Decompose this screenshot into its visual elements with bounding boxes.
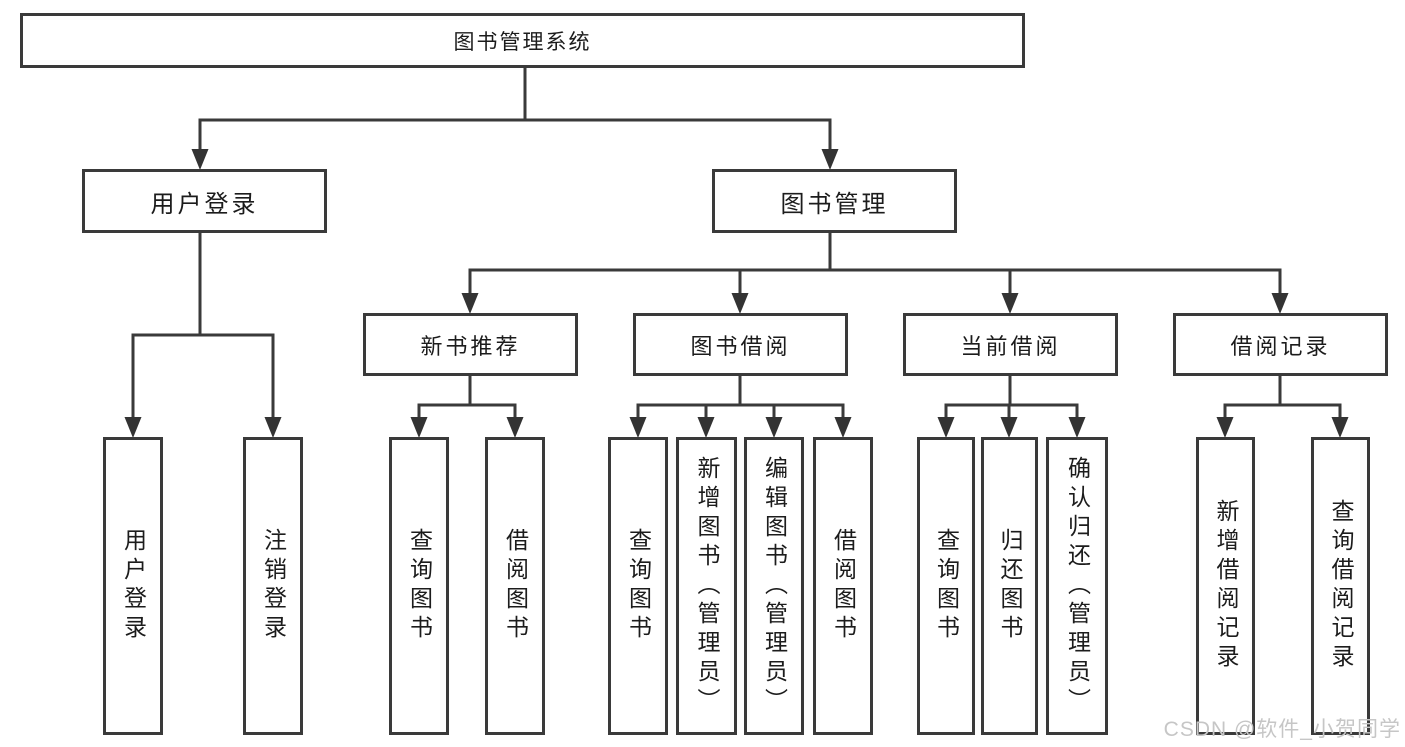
- node-root: 图书管理系统: [20, 13, 1025, 68]
- leaf-query-book-borrow: 查询图书: [608, 437, 668, 735]
- node-book-management: 图书管理: [712, 169, 957, 233]
- node-borrow-record: 借阅记录: [1173, 313, 1388, 376]
- leaf-query-borrow-record: 查询借阅记录: [1311, 437, 1370, 735]
- node-current-borrow: 当前借阅: [903, 313, 1118, 376]
- leaf-add-borrow-record: 新增借阅记录: [1196, 437, 1255, 735]
- leaf-add-book-admin: 新增图书（管理员）: [676, 437, 737, 735]
- leaf-logout: 注销登录: [243, 437, 303, 735]
- leaf-borrow-book-recommend: 借阅图书: [485, 437, 545, 735]
- leaf-edit-book-admin: 编辑图书（管理员）: [744, 437, 804, 735]
- node-new-book-recommend: 新书推荐: [363, 313, 578, 376]
- leaf-user-login: 用户登录: [103, 437, 163, 735]
- csdn-watermark: CSDN @软件_小贺同学: [1163, 718, 1401, 741]
- leaf-query-book-recommend: 查询图书: [389, 437, 449, 735]
- leaf-query-book-current: 查询图书: [917, 437, 975, 735]
- leaf-confirm-return-admin: 确认归还（管理员）: [1046, 437, 1108, 735]
- node-user-login: 用户登录: [82, 169, 327, 233]
- arrowheads: [124, 149, 1349, 438]
- leaf-return-book: 归还图书: [981, 437, 1038, 735]
- node-book-borrow: 图书借阅: [633, 313, 848, 376]
- leaf-borrow-book: 借阅图书: [813, 437, 873, 735]
